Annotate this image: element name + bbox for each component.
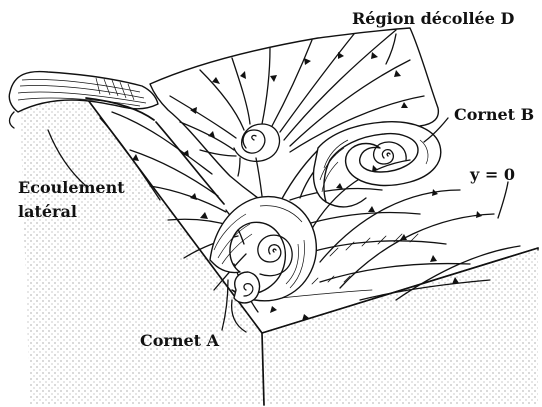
label-ecoulement: Ecoulement — [18, 178, 125, 197]
label-cornet-b: Cornet B — [454, 105, 534, 124]
label-region-d: Région décollée D — [352, 9, 514, 28]
label-cornet-a: Cornet A — [140, 331, 220, 350]
label-lateral: latéral — [18, 202, 77, 221]
label-y-axis: y = 0 — [469, 165, 515, 184]
